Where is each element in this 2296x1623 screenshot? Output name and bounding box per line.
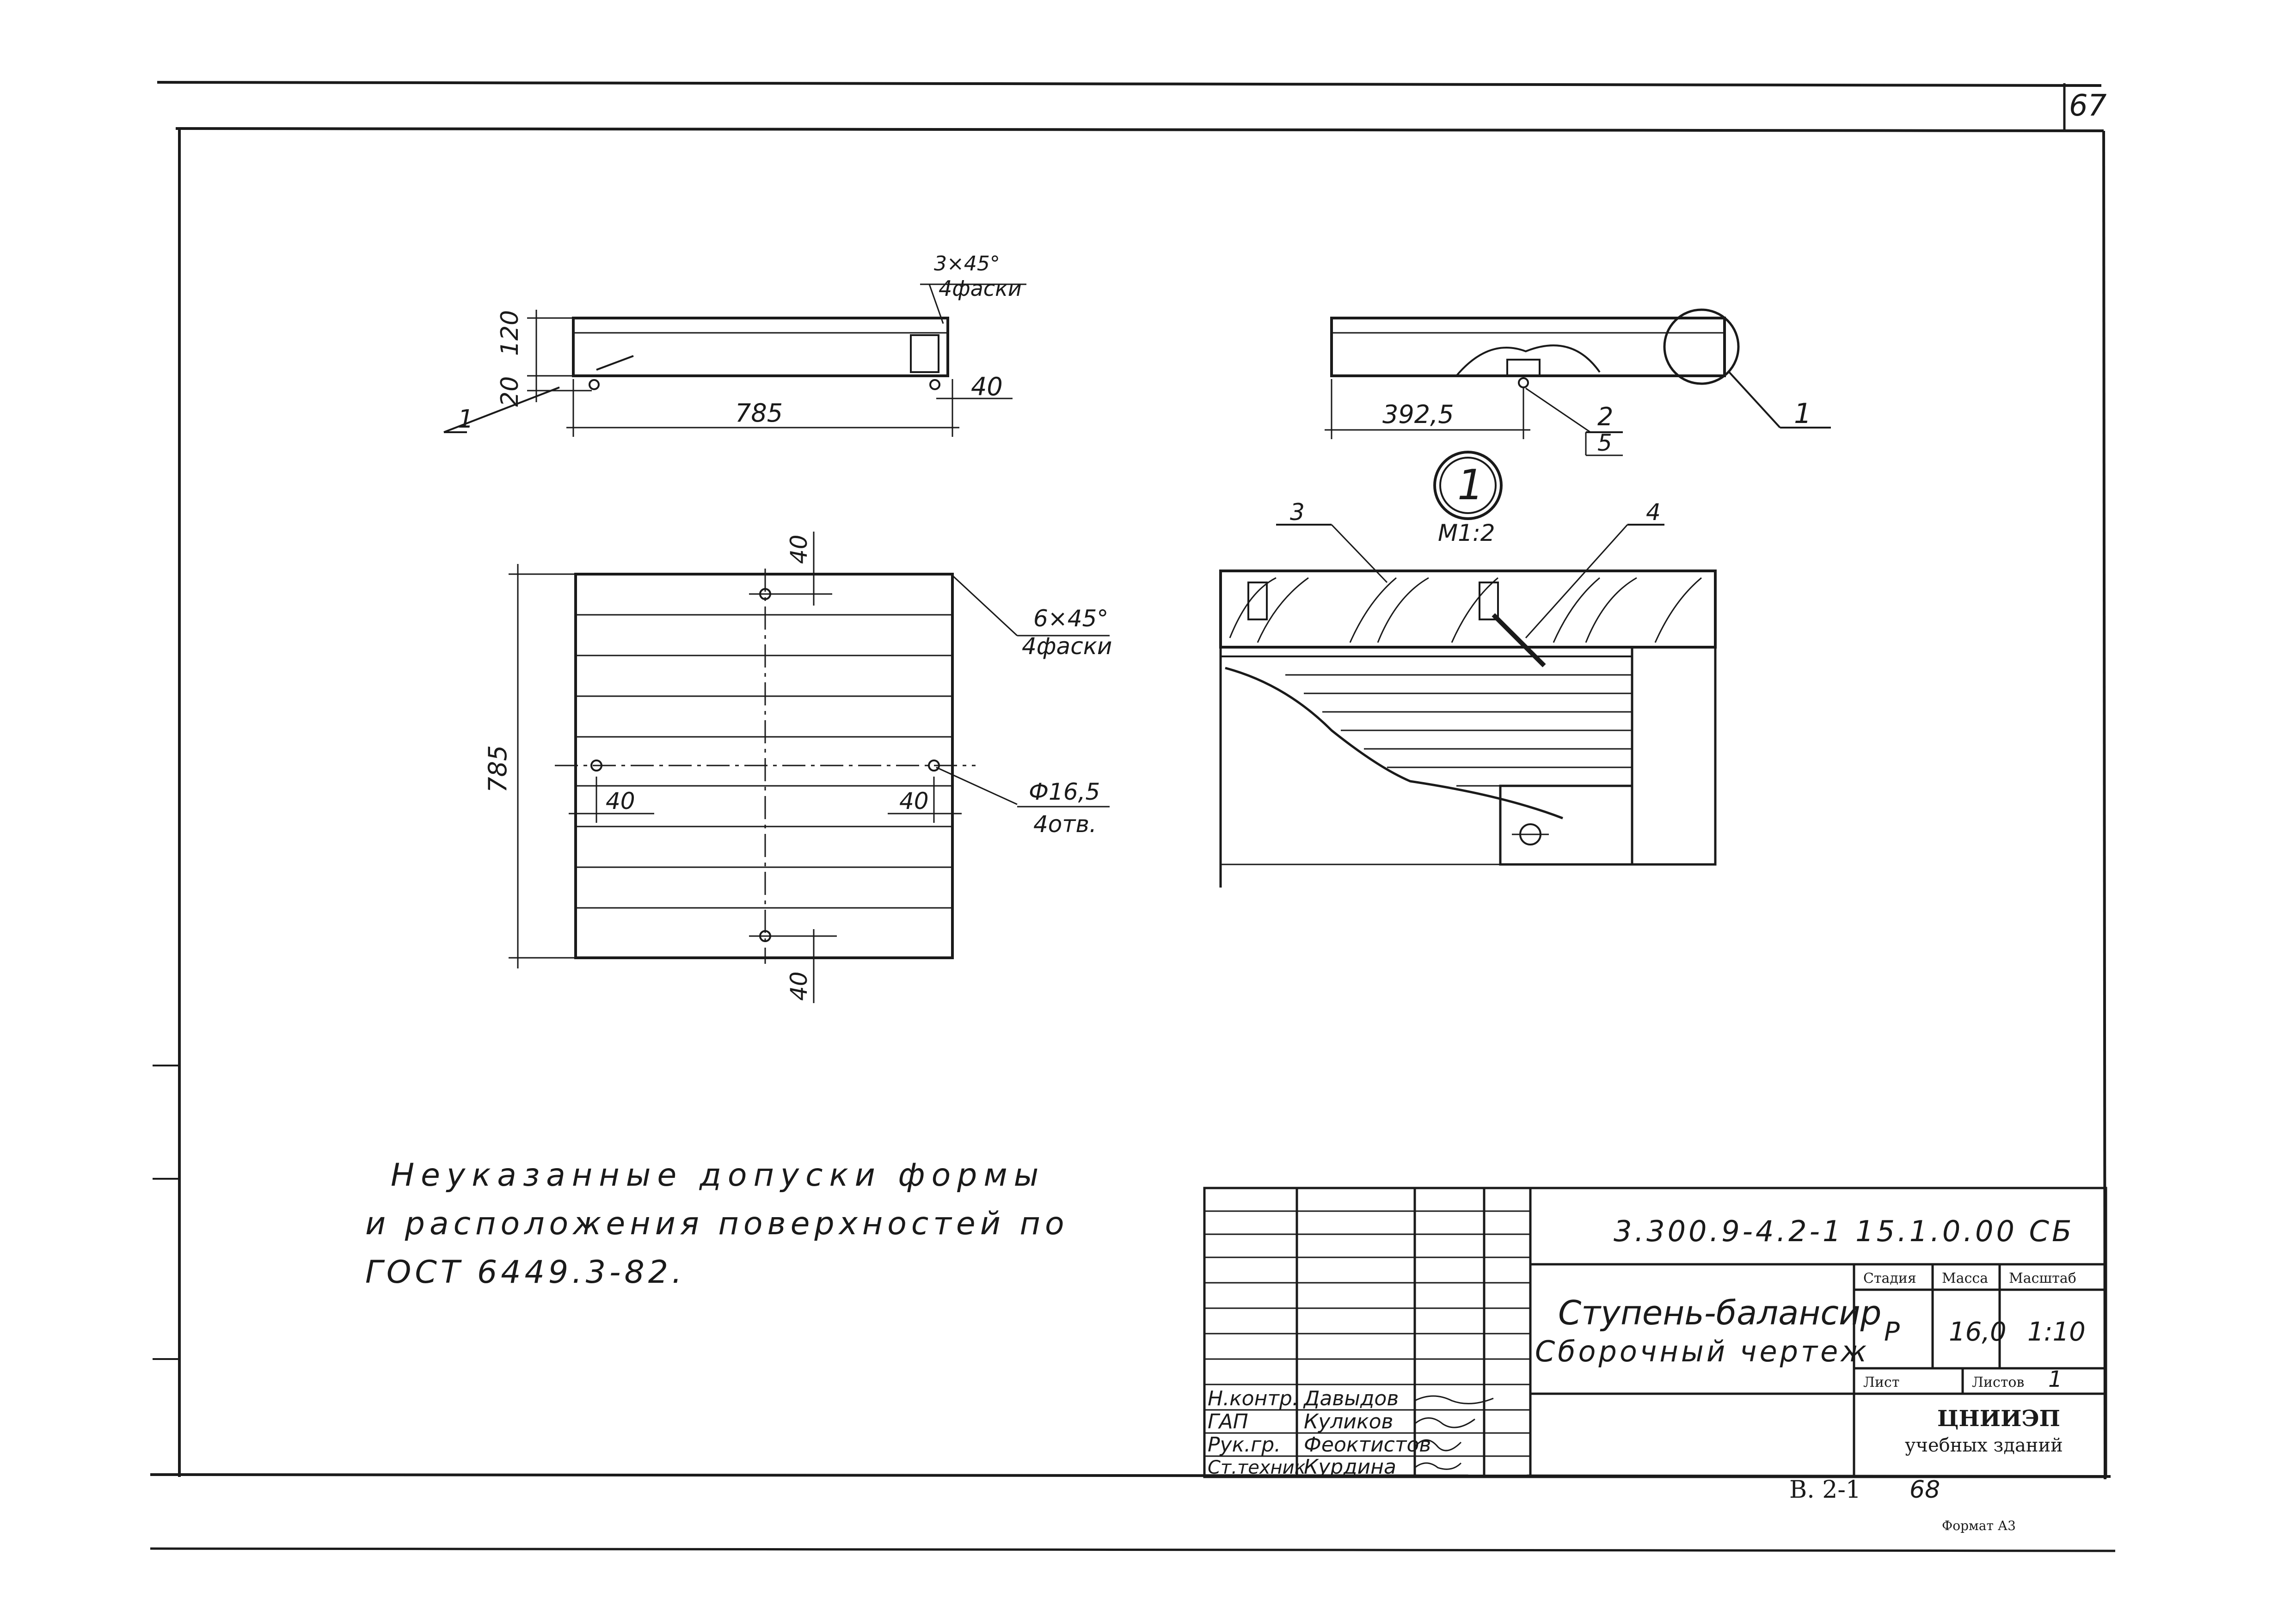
mass-header: Масса: [1942, 1270, 1988, 1286]
sig-role: Ст.техник: [1208, 1457, 1306, 1478]
bolt-left: [589, 379, 600, 390]
sig-name: Курдина: [1304, 1455, 1396, 1479]
screw: [1492, 613, 1546, 668]
end-board: [1631, 646, 1717, 866]
board-plank-lines: [576, 614, 952, 909]
sig-name: Куликов: [1304, 1410, 1393, 1433]
sheets-value: 1: [2048, 1366, 2063, 1392]
page-number: 67: [2069, 89, 2107, 123]
bolt-right: [929, 379, 940, 390]
detail-leader: [1728, 371, 1781, 429]
hole-leader: [936, 766, 1018, 805]
title-block: 3.300.9-4.2-1 15.1.0.00 СБ Ступень-балан…: [1203, 1187, 2107, 1479]
hole-count: 4отв.: [1033, 811, 1097, 838]
callout-1: 1: [458, 404, 473, 434]
callout-4-leader: [1525, 524, 1628, 639]
sheet-frame: [150, 81, 2116, 1552]
dim-785-plan: 785: [483, 745, 512, 793]
format-label: Формат А3: [1942, 1518, 2016, 1533]
chamfer-leader: [928, 284, 944, 324]
dim-40: 40: [971, 372, 1003, 401]
stage-header: Стадия: [1863, 1270, 1916, 1286]
chamfer-leader: [952, 575, 1018, 637]
callout-leader: [443, 386, 560, 433]
cutaway-outline: [1455, 344, 1601, 377]
bottom-trim-line: [150, 1547, 2116, 1552]
scale-value: 1:10: [2027, 1317, 2086, 1347]
detail-circle: [1663, 308, 1740, 385]
mass-value: 16,0: [1949, 1317, 2007, 1347]
dim-785: 785: [735, 398, 783, 428]
bracket-plate: [1506, 359, 1541, 377]
angle-bracket-left: [1247, 582, 1268, 620]
dim-392-5: 392,5: [1382, 400, 1454, 429]
mounting-plate: [1499, 784, 1633, 866]
dim-40-left: 40: [606, 788, 635, 815]
detail-scale: М1:2: [1438, 520, 1495, 546]
dim-20: 20: [496, 376, 524, 407]
sig-name: Давыдов: [1303, 1387, 1399, 1410]
handwritten-signatures: [1414, 1395, 1494, 1470]
side-view: 392,5 2 5 1: [1325, 308, 1831, 456]
detail-callout: 1: [1794, 398, 1811, 430]
pos-leader: [1525, 387, 1591, 433]
chamfer-size-plan: 6×45°: [1033, 605, 1108, 632]
org-line-1: ЦНИИЭП: [1937, 1406, 2060, 1432]
signature-rows: [1204, 1210, 1530, 1457]
angle-bracket-right: [1479, 582, 1499, 620]
title-line-1: Ступень-балансир: [1558, 1293, 1882, 1332]
stage-value: Р: [1884, 1317, 1900, 1347]
hole-left: [590, 759, 602, 772]
hole-right: [928, 759, 940, 772]
position-number: 2: [1597, 402, 1613, 431]
front-view: 120 20 785 40 3×45° 4фаски 1: [443, 252, 1026, 437]
sig-role: Рук.гр.: [1208, 1433, 1281, 1457]
note-line-3: ГОСТ 6449.3-82.: [365, 1254, 686, 1291]
wood-grain-hatch: [1229, 577, 1702, 643]
album-ref-prefix: В. 2-1: [1789, 1476, 1861, 1504]
dim-40-right: 40: [899, 788, 929, 815]
tolerance-note: Неуказанные допуски формы и расположения…: [365, 1157, 1069, 1291]
detail-view: 1 М1:2 3 4: [1219, 451, 1717, 888]
lamination-hatch: [1285, 674, 1632, 787]
leader-arrow: [596, 355, 634, 371]
plan-view: 785 40 40 40 40 6×45° 4фаски Ф16,5 4отв.: [483, 532, 1112, 1003]
callout-3-leader: [1331, 524, 1388, 583]
chamfer-size: 3×45°: [934, 252, 1000, 276]
hole-diameter: Ф16,5: [1029, 778, 1100, 805]
scale-header: Масштаб: [2009, 1270, 2076, 1286]
step-board-front: [572, 317, 949, 377]
dim-40-bottom: 40: [786, 971, 812, 1001]
sig-role: ГАП: [1208, 1410, 1248, 1433]
bolt: [1518, 377, 1529, 388]
note-line-1: Неуказанные допуски формы: [391, 1157, 1045, 1194]
sig-name: Феоктистов: [1304, 1433, 1431, 1457]
detail-marker: 1: [1457, 461, 1484, 509]
callout-3: 3: [1290, 499, 1305, 526]
note-line-2: и расположения поверхностей по: [365, 1206, 1069, 1242]
chamfer-count-plan: 4фаски: [1022, 633, 1112, 660]
dim-40-top: 40: [786, 534, 812, 564]
sig-role: Н.контр.: [1208, 1387, 1299, 1410]
title-line-2: Сборочный чертеж: [1535, 1335, 1869, 1368]
board-section: [1219, 570, 1717, 649]
callout-4: 4: [1646, 499, 1661, 526]
title-block-grid: [1203, 1187, 2107, 1478]
sheets-label: Листов: [1972, 1374, 2024, 1390]
dim-120: 120: [496, 310, 524, 356]
top-trim-line: [157, 81, 2102, 87]
org-line-2: учебных зданий: [1905, 1435, 2063, 1456]
detail-marker-circle: [1433, 451, 1503, 520]
detail-marker-inner: [1439, 457, 1497, 514]
bracket-plate: [910, 334, 939, 373]
cutaway-break: [1225, 667, 1563, 820]
position-qty: 5: [1597, 429, 1612, 456]
designation: 3.300.9-4.2-1 15.1.0.00 СБ: [1614, 1214, 2074, 1248]
sheet-label: Лист: [1863, 1374, 1899, 1390]
album-ref-number: 68: [1909, 1476, 1940, 1504]
chamfer-count: 4фаски: [939, 276, 1022, 301]
frame-top-edge: [175, 127, 2104, 132]
